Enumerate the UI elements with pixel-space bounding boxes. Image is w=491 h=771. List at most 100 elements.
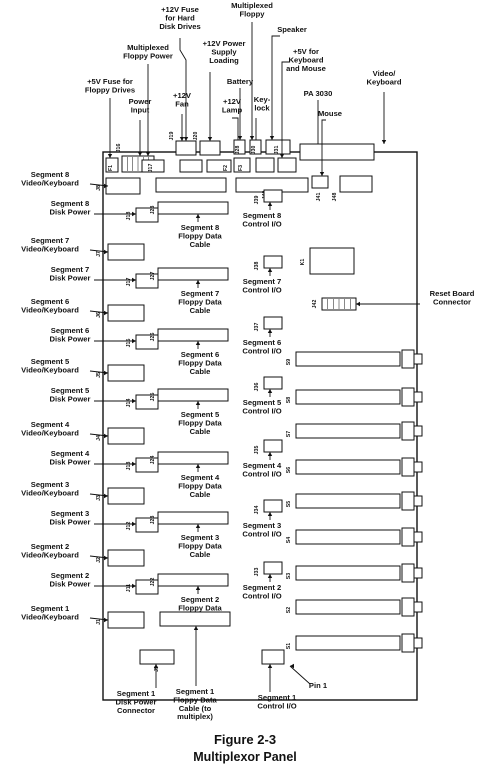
label-seg7-floppy-data-line: Segment 7: [181, 289, 219, 298]
leader-arrowhead: [195, 401, 201, 405]
label-seg8-video-keyboard-line: Video/Keyboard: [21, 178, 79, 187]
label-seg3-control-io-line: Control I/O: [242, 529, 281, 538]
label-seg6-control-io-line: Control I/O: [242, 346, 281, 355]
label-seg7-video-keyboard-line: Video/Keyboard: [21, 244, 79, 253]
leader-arrowhead: [267, 512, 273, 516]
relay-k1: [309, 247, 355, 275]
leader-arrowhead: [267, 389, 273, 393]
label-seg4-video-keyboard-line: Video/Keyboard: [21, 428, 79, 437]
label-seg6-control-io-line: Segment 6: [243, 338, 281, 347]
tag-slot-8: S1: [286, 643, 292, 649]
leader-arrowhead: [132, 461, 136, 467]
slot-clip-5: [413, 531, 423, 543]
connector-video-keyboard-main: [299, 143, 375, 161]
label-seg3-disk-power-line: Disk Power: [50, 517, 91, 526]
connector-seg8-control-io: [263, 189, 283, 203]
label-seg2-disk-power-line: Disk Power: [50, 579, 91, 588]
tag-slot-5: S4: [286, 537, 292, 543]
label-video-keyboard-line: Keyboard: [366, 77, 401, 86]
label-seg4-floppy-data-line: Segment 4: [181, 473, 220, 482]
connector-seg5-control-io: [263, 376, 283, 390]
label-seg5-floppy-data-line: Cable: [190, 427, 211, 436]
label-seg6-video-keyboard-line: Video/Keyboard: [21, 305, 79, 314]
tag-fd-2: J27: [150, 272, 156, 281]
label-seg7-control-io-line: Control I/O: [242, 285, 281, 294]
tag-j28: J28: [235, 146, 241, 155]
label-seg1-floppy-data-cable-line: Cable (to: [179, 704, 212, 713]
label-seg4-disk-power-line: Disk Power: [50, 457, 91, 466]
label-mouse: Mouse: [318, 109, 342, 118]
tag-fd-7: J22: [150, 578, 156, 587]
connector-seg6-video-keyboard: [107, 304, 145, 322]
leader-arrowhead: [195, 464, 201, 468]
label-seg3-video-keyboard-line: Video/Keyboard: [21, 488, 79, 497]
label-seg4-floppy-data-line: Floppy Data: [178, 481, 222, 490]
tag-slot-3: S6: [286, 467, 292, 473]
slot-s7: [295, 423, 401, 439]
leader-arrowhead: [356, 301, 360, 307]
label-lamp-line: +12V: [223, 97, 242, 106]
leader-arrowhead: [104, 555, 108, 561]
tag-vk-7: J2: [96, 557, 102, 563]
tag-cio-2: J38: [254, 262, 260, 271]
label-pin-1-line: Pin 1: [309, 681, 328, 690]
connector-seg4-floppy-data: [157, 451, 229, 465]
label-keylock: Key-lock: [254, 95, 271, 112]
slot-s6: [295, 459, 401, 475]
label-seg8-control-io-line: Control I/O: [242, 219, 281, 228]
label-power-input-line: Power: [129, 97, 152, 106]
slot-bracket-6: [401, 563, 415, 583]
leader-arrowhead: [267, 664, 273, 668]
slot-bracket-8: [401, 633, 415, 653]
leader-arrowhead: [267, 329, 273, 333]
label-seg4-disk-power-line: Segment 4: [51, 449, 90, 458]
label-pa3030-line: PA 3030: [304, 89, 333, 98]
tag-cio-5: J35: [254, 446, 260, 455]
label-seg4-video-keyboard-line: Segment 4: [31, 420, 70, 429]
connector-seg3-control-io: [263, 499, 283, 513]
connector-seg8-disk-power: [135, 207, 159, 223]
label-lamp-line: Lamp: [222, 105, 243, 114]
leader-arrowhead: [104, 310, 108, 316]
label-seg2-video-keyboard-line: Video/Keyboard: [21, 550, 79, 559]
label-fuse-12v-hard-disk-line: for Hard: [165, 13, 195, 22]
connector-seg4-disk-power: [135, 457, 159, 473]
label-power-supply-loading-line: +12V Power: [203, 39, 246, 48]
tag-f1: F1: [108, 165, 114, 171]
leader-arrowhead: [195, 341, 201, 345]
connector-seg8-video: [105, 177, 141, 195]
connector-j17: [141, 159, 165, 173]
label-seg6-floppy-data-line: Cable: [190, 367, 211, 376]
connector-seg7-disk-power: [135, 273, 159, 289]
label-fuse-5v-floppy-line: +5V Fuse for: [87, 77, 133, 86]
connector-j30: [249, 139, 262, 155]
label-seg5-floppy-data-line: Floppy Data: [178, 418, 222, 427]
leader-arrowhead: [249, 136, 255, 140]
connector-j19: [175, 140, 197, 156]
slot-clip-1: [413, 391, 423, 403]
label-seg3-floppy-data-line: Cable: [190, 550, 211, 559]
leader-arrowhead: [137, 152, 143, 156]
tag-cio-3: J37: [254, 323, 260, 332]
tag-vk-6: J3: [96, 495, 102, 501]
label-seg2-disk-power-line: Segment 2: [51, 571, 89, 580]
label-seg1-video-keyboard-line: Video/Keyboard: [21, 612, 79, 621]
connector-seg4-control-io: [263, 439, 283, 453]
leader-arrowhead: [290, 663, 294, 669]
leader-arrowhead: [381, 140, 387, 144]
label-fuse-5v-keyboard-mouse-line: Keyboard: [288, 55, 323, 64]
label-multiplexed-floppy-line: Multiplexed: [231, 1, 273, 10]
slot-s4: [295, 529, 401, 545]
connector-seg1-control-io: [261, 649, 285, 665]
label-seg3-floppy-data-line: Segment 3: [181, 533, 219, 542]
